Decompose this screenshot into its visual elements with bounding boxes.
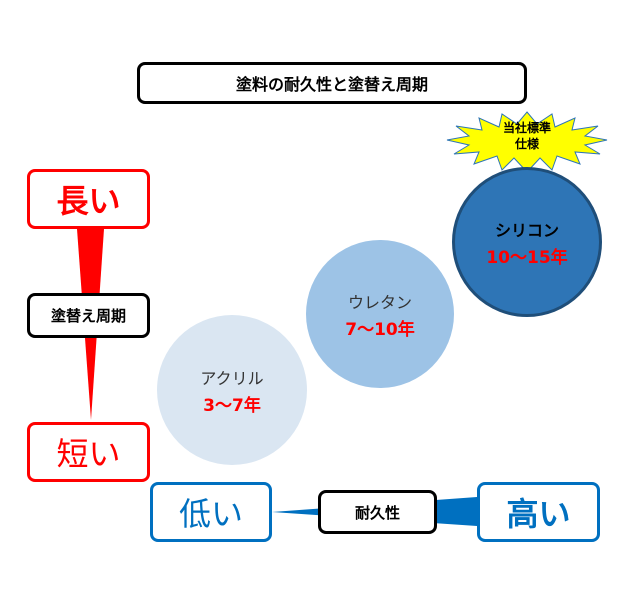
acrylic-circle: アクリル 3～7年 — [157, 315, 307, 465]
urethane-years: 7～10年 — [345, 319, 415, 340]
urethane-name: ウレタン — [347, 292, 412, 312]
long-label-box: 長い — [27, 169, 150, 229]
repaint-cycle-label-box: 塗替え周期 — [27, 293, 150, 338]
silicone-circle: シリコン 10～15年 — [452, 167, 602, 317]
low-label: 低い — [178, 495, 243, 533]
silicone-years: 10～15年 — [486, 247, 568, 268]
durability-label: 耐久性 — [354, 503, 400, 522]
standard-spec-badge: 当社標準 仕様 — [487, 120, 567, 152]
acrylic-years: 3～7年 — [203, 395, 261, 416]
urethane-circle: ウレタン 7～10年 — [306, 240, 454, 388]
low-label-box: 低い — [150, 482, 272, 542]
long-label: 長い — [56, 182, 121, 220]
durability-label-box: 耐久性 — [318, 490, 437, 534]
high-label: 高い — [506, 495, 571, 533]
silicone-name: シリコン — [494, 220, 559, 240]
badge-line1: 当社標準 — [502, 121, 551, 135]
high-label-box: 高い — [477, 482, 600, 542]
title-text: 塗料の耐久性と塗替え周期 — [235, 75, 428, 94]
repaint-cycle-label: 塗替え周期 — [50, 307, 126, 325]
badge-line2: 仕様 — [514, 137, 539, 151]
short-label: 短い — [56, 435, 121, 473]
title-box: 塗料の耐久性と塗替え周期 — [137, 62, 527, 104]
acrylic-name: アクリル — [200, 368, 264, 388]
short-label-box: 短い — [27, 422, 150, 482]
